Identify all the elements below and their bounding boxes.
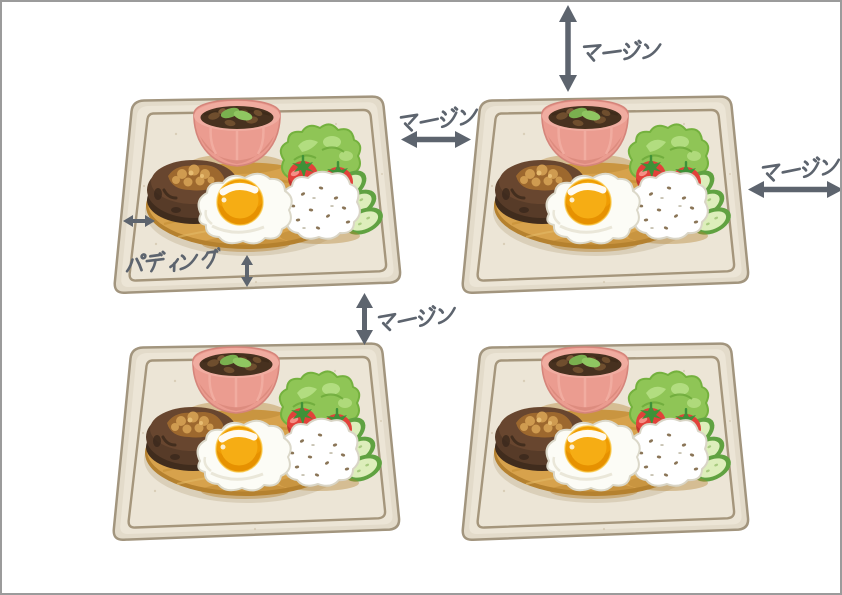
margin-label-top: マージン bbox=[579, 37, 665, 64]
margin-label-right: マージン bbox=[757, 152, 840, 185]
padding-arrow-horizontal-icon bbox=[123, 215, 155, 227]
meal-tray-bottom-left bbox=[105, 341, 405, 543]
margin-arrow-between-columns-icon bbox=[401, 131, 471, 148]
padding-arrow-vertical-icon bbox=[241, 255, 253, 287]
meal-tray-top-right bbox=[454, 94, 754, 296]
padding-label: パディング bbox=[121, 246, 222, 277]
meal-tray-bottom-right bbox=[454, 341, 754, 543]
margin-arrow-top-icon bbox=[559, 5, 577, 92]
margin-arrow-right-icon bbox=[748, 181, 840, 198]
margin-arrow-between-rows-icon bbox=[356, 293, 373, 345]
margin-label-between-rows: マージン bbox=[373, 300, 460, 334]
margin-label-between-columns: マージン bbox=[395, 102, 482, 135]
